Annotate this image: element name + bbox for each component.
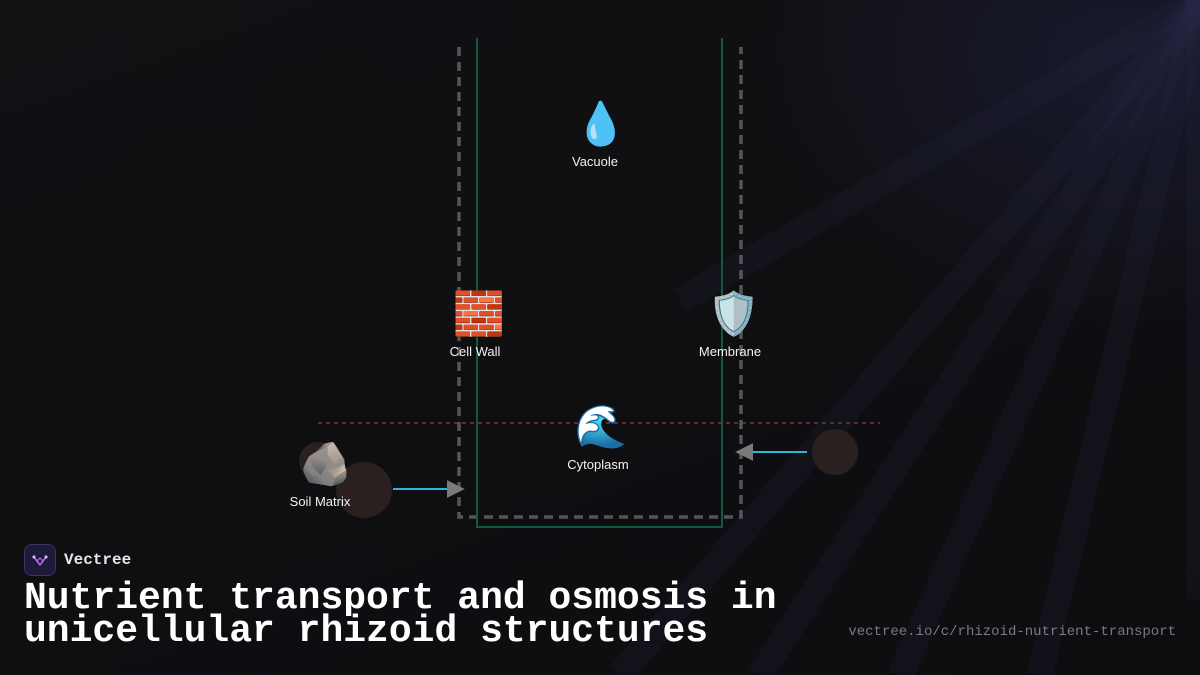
cell-wall-node: 🧱 Cell Wall <box>419 289 539 360</box>
brand: Vectree <box>24 544 131 576</box>
cytoplasm-label: Cytoplasm <box>567 457 629 472</box>
source-url: vectree.io/c/rhizoid-nutrient-transport <box>848 624 1176 640</box>
membrane-label: Membrane <box>698 344 762 359</box>
water-droplet-icon: 💧 <box>574 99 628 148</box>
soil-particle <box>336 462 392 518</box>
brand-name: Vectree <box>64 551 132 569</box>
cell-wall-label: Cell Wall <box>449 344 501 359</box>
membrane-node: 🛡️ Membrane <box>674 289 794 360</box>
vectree-logo-icon <box>24 544 56 576</box>
vacuole-node: 💧 Vacuole <box>541 99 661 170</box>
page-title: Nutrient transport and osmosis in unicel… <box>24 577 777 653</box>
solute-particle <box>812 429 858 475</box>
vacuole-label: Vacuole <box>571 154 618 169</box>
soil-matrix-node: 🪨 Soil Matrix <box>266 439 386 510</box>
brick-wall-icon: 🧱 <box>452 289 506 338</box>
rock-icon: 🪨 <box>299 439 353 488</box>
shield-icon: 🛡️ <box>707 289 761 338</box>
soil-matrix-label: Soil Matrix <box>289 494 351 509</box>
membrane-outline <box>476 38 723 528</box>
cytoplasm-node: 🌊 Cytoplasm <box>541 402 661 473</box>
wave-icon: 🌊 <box>574 402 628 451</box>
soil-particle <box>299 442 337 480</box>
